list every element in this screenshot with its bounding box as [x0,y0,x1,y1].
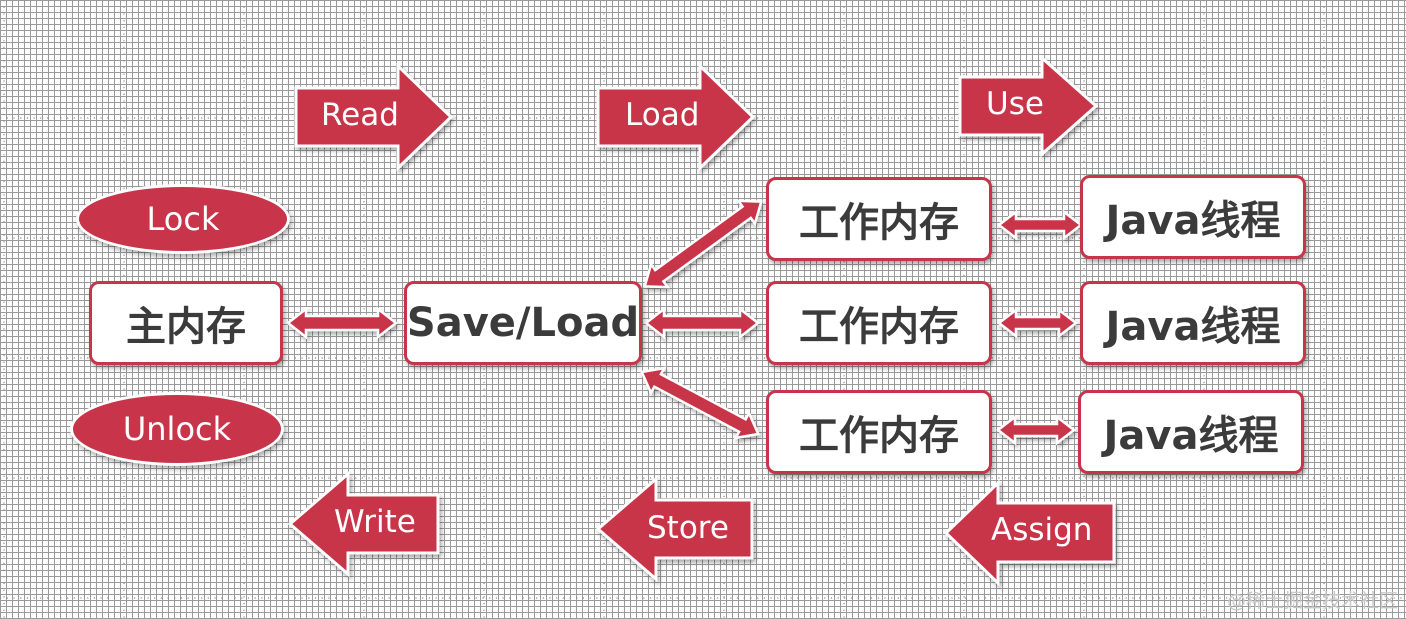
saveload-to-workmem1-double-arrow [643,199,763,289]
working-memory-node-2: 工作内存 [766,281,992,365]
assign-arrow-label: Assign [991,512,1093,548]
main-to-saveload-double-arrow [285,306,399,340]
main-memory-node: 主内存 [89,281,283,365]
use-arrow-shape [958,54,1099,158]
java-thread-node-3: Java线程 [1078,390,1304,474]
working-memory-node-3: 工作内存 [766,390,992,474]
workmem2-to-thread2-double-arrow [996,307,1079,339]
workmem3-to-thread3-double-arrow [995,414,1077,446]
saveload-to-workmem3-double-arrow [639,366,761,440]
read-arrow-label: Read [321,97,399,133]
watermark-text: @稀土掘金技术社区 [1226,590,1398,612]
workmem1-to-thread1-double-arrow [996,209,1084,241]
read-arrow-shape [294,62,454,172]
use-arrow-label: Use [986,86,1044,122]
unlock-oval: Unlock [70,392,284,466]
save-load-node: Save/Load [404,281,642,365]
write-arrow-label: Write [334,504,416,540]
saveload-to-workmem2-double-arrow [643,306,761,340]
store-arrow-label: Store [647,510,729,546]
write-arrow-shape [287,470,440,578]
java-thread-node-1: Java线程 [1080,175,1306,259]
load-arrow-label: Load [625,97,700,133]
assign-arrow-shape [943,479,1116,587]
java-thread-node-2: Java线程 [1080,281,1306,365]
working-memory-node-1: 工作内存 [766,177,992,261]
lock-oval: Lock [76,184,290,254]
store-arrow-shape [595,475,754,583]
load-arrow-shape [596,62,756,172]
